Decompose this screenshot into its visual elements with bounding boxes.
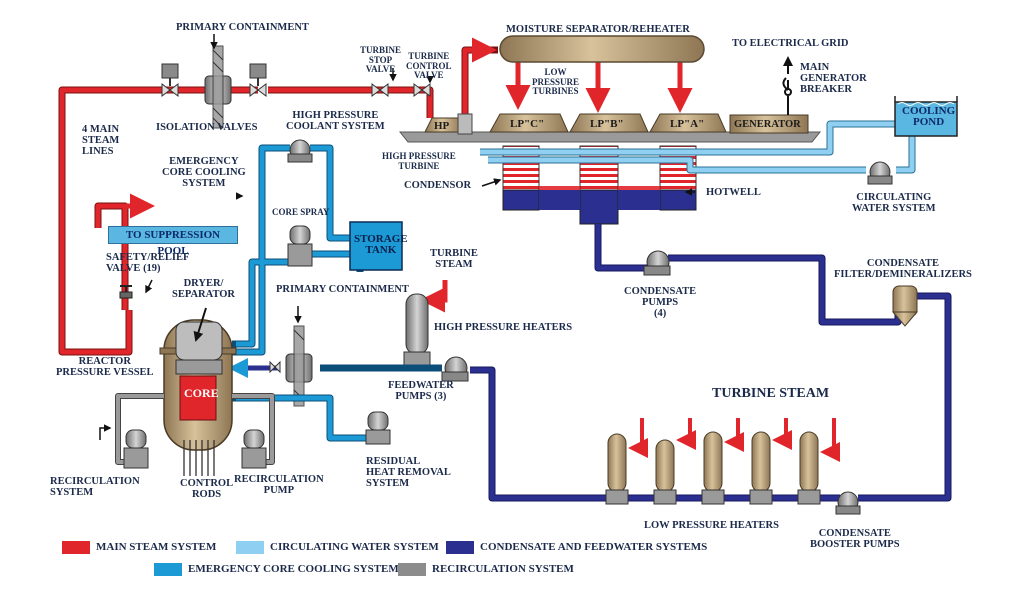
label-low-pressure-turbines: LOW PRESSURE TURBINES bbox=[532, 67, 580, 96]
hp-coolant-pump bbox=[287, 139, 313, 163]
core-spray-pump bbox=[287, 225, 313, 267]
generator-breaker-line bbox=[782, 56, 793, 115]
label-hp-heaters: HIGH PRESSURE HEATERS bbox=[434, 322, 573, 333]
turbine-stop-valve bbox=[371, 83, 389, 97]
label-reactor-pressure-vessel: REACTOR PRESSURE VESSEL bbox=[56, 356, 154, 378]
recirculation-pump-right bbox=[241, 429, 267, 469]
rhr-pump bbox=[365, 411, 391, 445]
label-condensate-pumps: CONDENSATE PUMPS (4) bbox=[624, 286, 697, 319]
storage-tank bbox=[349, 221, 403, 271]
condensate-filter bbox=[891, 285, 919, 327]
label-turbine-stop-valve: TURBINE STOP VALVE bbox=[360, 45, 402, 74]
feedwater-pump bbox=[441, 356, 469, 382]
legend-swatch-main-steam bbox=[62, 541, 90, 554]
label-primary-containment-mid: PRIMARY CONTAINMENT bbox=[276, 284, 409, 295]
cooling-pond bbox=[894, 96, 958, 137]
containment-penetration-top bbox=[204, 45, 232, 129]
condenser-a bbox=[659, 145, 697, 211]
label-main-generator-breaker: MAIN GENERATOR BREAKER bbox=[800, 62, 867, 95]
label-main-steam-lines: 4 MAIN STEAM LINES bbox=[82, 124, 120, 157]
label-low-pressure-heaters: LOW PRESSURE HEATERS bbox=[644, 520, 779, 531]
legend-label-main-steam: MAIN STEAM SYSTEM bbox=[96, 541, 217, 553]
label-condensate-filter: CONDENSATE FILTER/DEMINERALIZERS bbox=[834, 258, 972, 280]
lp-turbine-b bbox=[569, 113, 649, 133]
label-safety-relief-valve: SAFETY/RELIEF VALVE (19) bbox=[106, 252, 190, 274]
label-hp: HP bbox=[434, 120, 450, 132]
condensate-booster-pump bbox=[835, 491, 861, 515]
legend-label-eccs: EMERGENCY CORE COOLING SYSTEMS bbox=[188, 563, 405, 575]
safety-relief-valve bbox=[119, 285, 133, 299]
label-generator: GENERATOR bbox=[734, 119, 801, 130]
containment-penetration-mid bbox=[269, 306, 313, 407]
label-moisture-separator: MOISTURE SEPARATOR/REHEATER bbox=[506, 24, 690, 35]
legend-swatch-circulating-water bbox=[236, 541, 264, 554]
high-pressure-heater bbox=[403, 293, 431, 367]
isolation-valve-right bbox=[249, 63, 267, 97]
label-feedwater-pumps: FEEDWATER PUMPS (3) bbox=[388, 380, 454, 402]
legend-swatch-recirculation bbox=[398, 563, 426, 576]
label-to-electrical-grid: TO ELECTRICAL GRID bbox=[732, 38, 849, 49]
label-recirculation-system: RECIRCULATION SYSTEM bbox=[50, 476, 140, 498]
label-eccs: EMERGENCY CORE COOLING SYSTEM bbox=[162, 156, 246, 189]
reactor-pressure-vessel bbox=[159, 307, 237, 476]
label-rhr: RESIDUAL HEAT REMOVAL SYSTEM bbox=[366, 456, 451, 489]
low-pressure-heaters bbox=[605, 431, 821, 505]
label-lp-c: LP"C" bbox=[510, 118, 545, 130]
label-dryer-separator: DRYER/ SEPARATOR bbox=[172, 278, 236, 300]
generator bbox=[729, 114, 809, 134]
label-core-spray: CORE SPRAY bbox=[272, 207, 330, 217]
to-suppression-pool-box: TO SUPPRESSION POOL bbox=[108, 226, 238, 257]
label-condensate-booster-pumps: CONDENSATE BOOSTER PUMPS bbox=[810, 528, 900, 550]
label-hp-coolant-system: HIGH PRESSURE COOLANT SYSTEM bbox=[286, 110, 385, 132]
label-turbine-steam-big: TURBINE STEAM bbox=[712, 386, 830, 401]
label-cooling-pond: COOLING POND bbox=[902, 105, 956, 128]
legend-swatch-eccs bbox=[154, 563, 182, 576]
label-lp-a: LP"A" bbox=[670, 118, 705, 130]
label-condensor: CONDENSOR bbox=[404, 180, 472, 191]
label-isolation-valves: ISOLATION VALVES bbox=[156, 122, 258, 133]
recirculation-pump-left bbox=[123, 429, 149, 469]
label-primary-containment-top: PRIMARY CONTAINMENT bbox=[176, 22, 309, 33]
legend-label-recirculation: RECIRCULATION SYSTEM bbox=[432, 563, 574, 575]
label-turbine-steam-small: TURBINE STEAM bbox=[430, 248, 478, 270]
circulating-water-pump bbox=[867, 161, 893, 185]
legend-label-circulating-water: CIRCULATING WATER SYSTEM bbox=[270, 541, 439, 553]
label-hp-turbine: HIGH PRESSURE TURBINE bbox=[382, 151, 456, 171]
circulating-water-lines bbox=[480, 121, 915, 173]
label-lp-b: LP"B" bbox=[590, 118, 624, 130]
label-circulating-water-system: CIRCULATING WATER SYSTEM bbox=[852, 192, 936, 214]
label-storage-tank: STORAGE TANK bbox=[354, 233, 408, 256]
lp-turbine-a bbox=[649, 113, 727, 133]
isolation-valve-left bbox=[161, 63, 179, 97]
lp-turbine-c bbox=[489, 113, 569, 133]
condenser-c bbox=[502, 145, 540, 211]
condensate-pump bbox=[643, 250, 671, 276]
label-control-rods: CONTROL RODS bbox=[180, 478, 234, 500]
label-core: CORE bbox=[184, 386, 219, 400]
moisture-separator-reheater bbox=[499, 35, 705, 63]
turbine-control-valve bbox=[413, 83, 431, 97]
legend-label-condensate-feedwater: CONDENSATE AND FEEDWATER SYSTEMS bbox=[480, 541, 708, 553]
label-recirculation-pump: RECIRCULATION PUMP bbox=[234, 474, 324, 496]
legend-swatch-condensate-feedwater bbox=[446, 541, 474, 554]
label-hotwell: HOTWELL bbox=[706, 187, 761, 198]
label-turbine-control-valve: TURBINE CONTROL VALVE bbox=[406, 51, 452, 80]
